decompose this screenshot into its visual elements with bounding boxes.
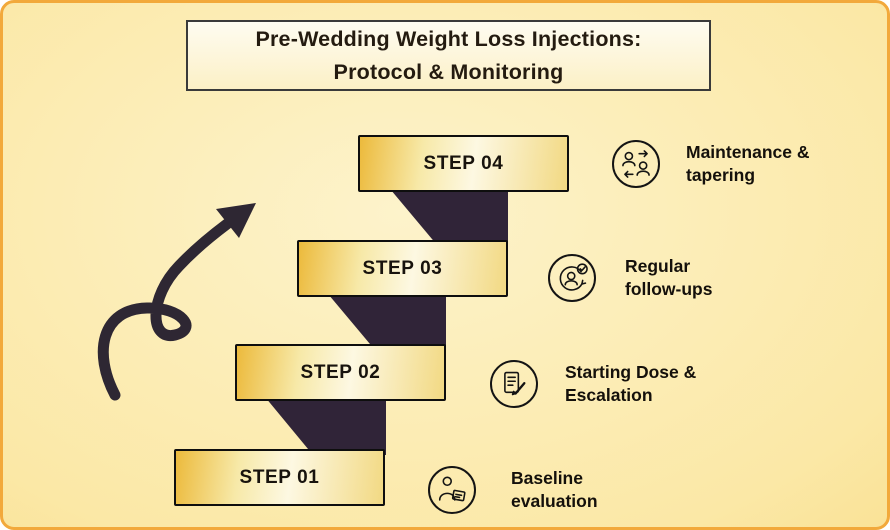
curved-arrow-icon — [97, 203, 256, 401]
zigzag-fold-icon — [251, 171, 508, 455]
step-03-box: STEP 03 — [297, 240, 508, 297]
step-01-box: STEP 01 — [174, 449, 385, 506]
step-04-label: STEP 04 — [423, 152, 504, 174]
step-04-description: Maintenance & tapering — [686, 142, 810, 185]
step-02-icon-circle — [490, 360, 538, 408]
title-line-2: Protocol & Monitoring — [333, 59, 564, 84]
step-04-box: STEP 04 — [358, 135, 569, 192]
step-01-label: STEP 01 — [239, 466, 320, 488]
step-03-icon-circle — [548, 254, 596, 302]
step-01-description: Baseline evaluation — [511, 468, 598, 511]
step-02-description: Starting Dose & Escalation — [565, 362, 697, 405]
person-clipboard-icon — [438, 476, 466, 502]
step-01-icon-circle — [428, 466, 476, 514]
title-box: Pre-Wedding Weight Loss Injections: Prot… — [186, 20, 711, 91]
document-pencil-icon — [504, 371, 526, 396]
step-03-label: STEP 03 — [362, 257, 443, 279]
step-02-box: STEP 02 — [235, 344, 446, 401]
title-line-1: Pre-Wedding Weight Loss Injections: — [255, 27, 642, 52]
step-03-description: Regular follow-ups — [625, 256, 713, 299]
person-check-cycle-icon — [559, 263, 588, 291]
step-04-icon-circle — [612, 140, 660, 188]
people-handoff-icon — [622, 150, 650, 178]
step-02-label: STEP 02 — [300, 361, 381, 383]
